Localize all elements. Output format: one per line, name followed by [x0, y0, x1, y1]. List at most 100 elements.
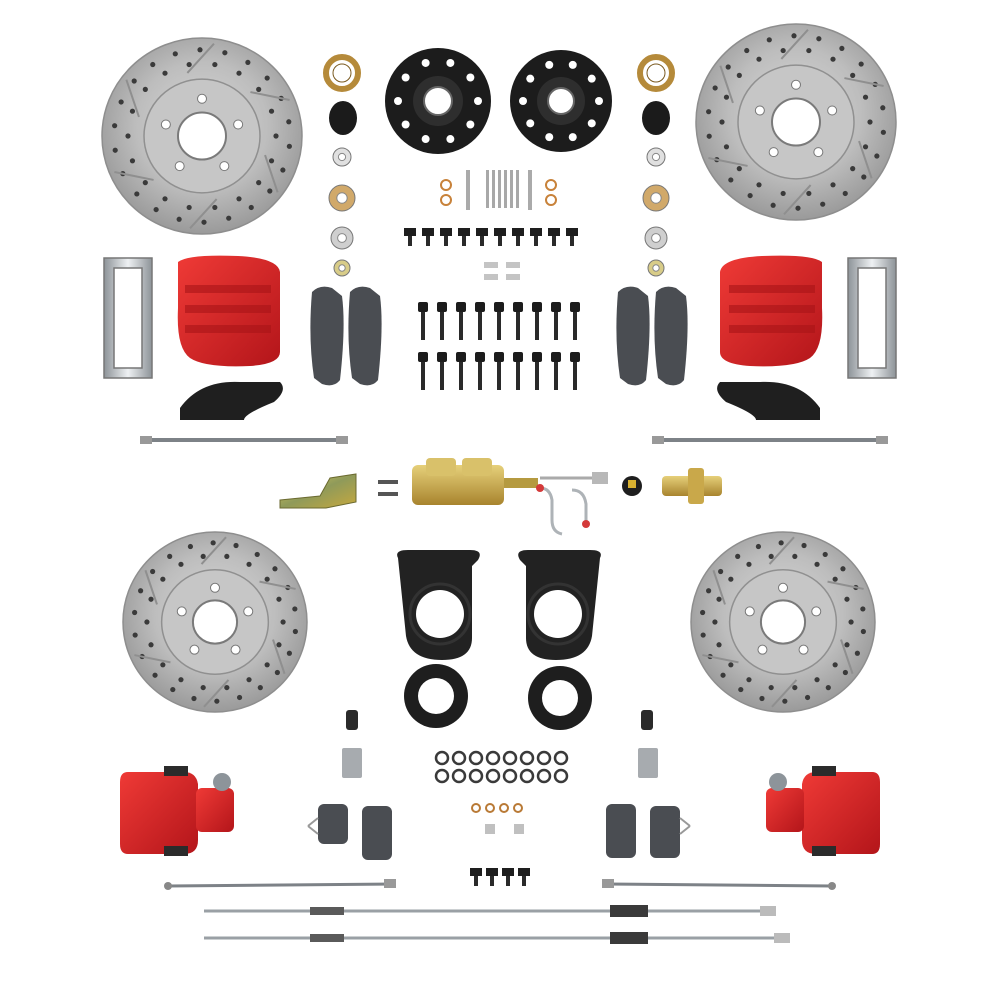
caliper-bolt [494, 302, 504, 340]
bolt-head [512, 228, 524, 236]
washer [502, 768, 518, 784]
caliper-bolt [437, 352, 447, 390]
bearing-washer [646, 147, 666, 167]
proportioning-valve [662, 468, 722, 504]
washer [468, 768, 484, 784]
bolt-shank [408, 236, 412, 246]
caliper-bolt [570, 352, 580, 390]
o-ring [471, 803, 481, 813]
caliper-bolt [570, 302, 580, 340]
front-left-caliper [177, 255, 280, 367]
rear-right-spacer-ring [528, 666, 592, 730]
hub-bolt-hole [568, 133, 577, 142]
hub-bolt-hole [526, 119, 535, 128]
bolt-head [440, 228, 452, 236]
hub-bolt-hole [545, 60, 554, 69]
washer [536, 768, 552, 784]
hub-bolt-hole [587, 119, 596, 128]
o-ring [513, 803, 523, 813]
front-right-seal [637, 54, 675, 92]
bolt-head [404, 228, 416, 236]
washer [502, 750, 518, 766]
washer [536, 750, 552, 766]
stud [504, 170, 507, 208]
o-ring [440, 194, 452, 206]
hub-bolt-hole [446, 58, 455, 67]
rear-right-brake-hose [602, 879, 836, 890]
bolt-head [458, 228, 470, 236]
hub-bolt-hole [394, 97, 402, 105]
hub-bolt-hole [446, 135, 455, 144]
caliper-bolt [456, 352, 466, 390]
bearing-washer [642, 184, 670, 212]
clip [484, 262, 498, 268]
bolt-shank [498, 236, 502, 246]
hub-bolt-hole [474, 97, 482, 105]
washer [485, 750, 501, 766]
hub-bolt-hole [401, 120, 410, 129]
stud [516, 170, 519, 208]
hub-bolt-hole [401, 73, 410, 82]
front-left-mount-bracket [180, 381, 283, 420]
front-right-caliper-bracket [847, 257, 897, 379]
pin [528, 170, 532, 210]
bolt-shank [570, 236, 574, 246]
bearing-washer [328, 184, 356, 212]
master-cylinder-bracket [279, 473, 357, 509]
caliper-bolt [513, 352, 523, 390]
bolt-head [548, 228, 560, 236]
rear-left-backing-plate [397, 550, 480, 660]
bolt-shank [552, 236, 556, 246]
hub-bolt-hole [526, 74, 535, 83]
bearing-washer [647, 259, 665, 277]
stud [498, 170, 501, 208]
front-right-brake-pads [616, 286, 688, 386]
bolt-head [476, 228, 488, 236]
clip [506, 262, 520, 268]
master-cylinder [412, 458, 538, 505]
bolt-shank [534, 236, 538, 246]
bolt-head [470, 868, 482, 876]
bolt-head [486, 868, 498, 876]
rear-left-hose-bracket [342, 710, 362, 778]
caliper-bolt [532, 302, 542, 340]
caliper-bolt [437, 302, 447, 340]
washer [553, 750, 569, 766]
bolt-shank [444, 236, 448, 246]
pin [466, 170, 470, 210]
hub-bolt-hole [519, 97, 527, 105]
rear-right-caliper [766, 766, 880, 856]
washer [434, 750, 450, 766]
parking-brake-cable-upper [204, 905, 776, 917]
hub-bolt-hole [421, 135, 430, 144]
bolt-head [518, 868, 530, 876]
bolt-head [566, 228, 578, 236]
washer [485, 768, 501, 784]
front-left-seal [323, 54, 361, 92]
bolt-shank [480, 236, 484, 246]
pushrod [540, 472, 608, 484]
bolt-head [502, 868, 514, 876]
clips [378, 480, 398, 496]
bolt-shank [462, 236, 466, 246]
rear-left-brake-pads [307, 804, 392, 860]
front-right-mount-bracket [717, 381, 820, 420]
o-ring [499, 803, 509, 813]
bolt-shank [426, 236, 430, 246]
rear-right-brake-pads [606, 804, 691, 858]
bearing-washer [330, 226, 354, 250]
caliper-bolt [475, 352, 485, 390]
o-ring [485, 803, 495, 813]
front-left-rotor [101, 37, 303, 235]
hub-bolt-hole [587, 74, 596, 83]
bearing-washer [332, 147, 352, 167]
front-right-hub [510, 50, 612, 152]
front-right-rotor [695, 23, 897, 221]
caliper-bolt [418, 302, 428, 340]
hub-bolt-hole [421, 58, 430, 67]
bolt-head [422, 228, 434, 236]
washer [451, 768, 467, 784]
bearing-washer [644, 226, 668, 250]
rear-left-rotor [122, 531, 308, 713]
